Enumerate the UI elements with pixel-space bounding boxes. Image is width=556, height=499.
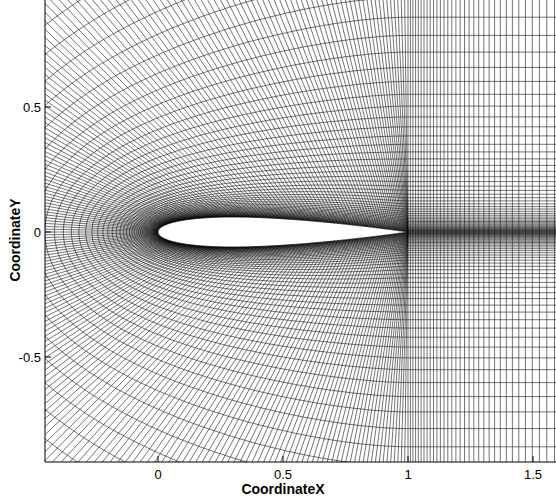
tick-mark <box>158 456 159 462</box>
axis-ticks <box>45 107 533 462</box>
tick-mark <box>45 107 51 108</box>
x-axis-line <box>45 462 556 463</box>
tick-mark <box>533 456 534 462</box>
tick-label: 1.5 <box>524 468 542 481</box>
mesh-grid <box>45 0 556 462</box>
tick-label: 0 <box>154 468 161 481</box>
tick-label: 0 <box>34 226 41 239</box>
tick-label: -0.5 <box>19 351 41 364</box>
y-axis-line <box>45 0 46 462</box>
tick-label: 0.5 <box>274 468 292 481</box>
tick-mark <box>408 456 409 462</box>
tick-label: 0.5 <box>23 101 41 114</box>
tick-mark <box>45 357 51 358</box>
airfoil-body <box>158 217 408 247</box>
tick-label: 1 <box>404 468 411 481</box>
tick-mark <box>283 456 284 462</box>
axis-title: CoordinateX <box>241 482 324 496</box>
tick-mark <box>45 232 51 233</box>
axis-title: CoordinateY <box>8 198 22 281</box>
